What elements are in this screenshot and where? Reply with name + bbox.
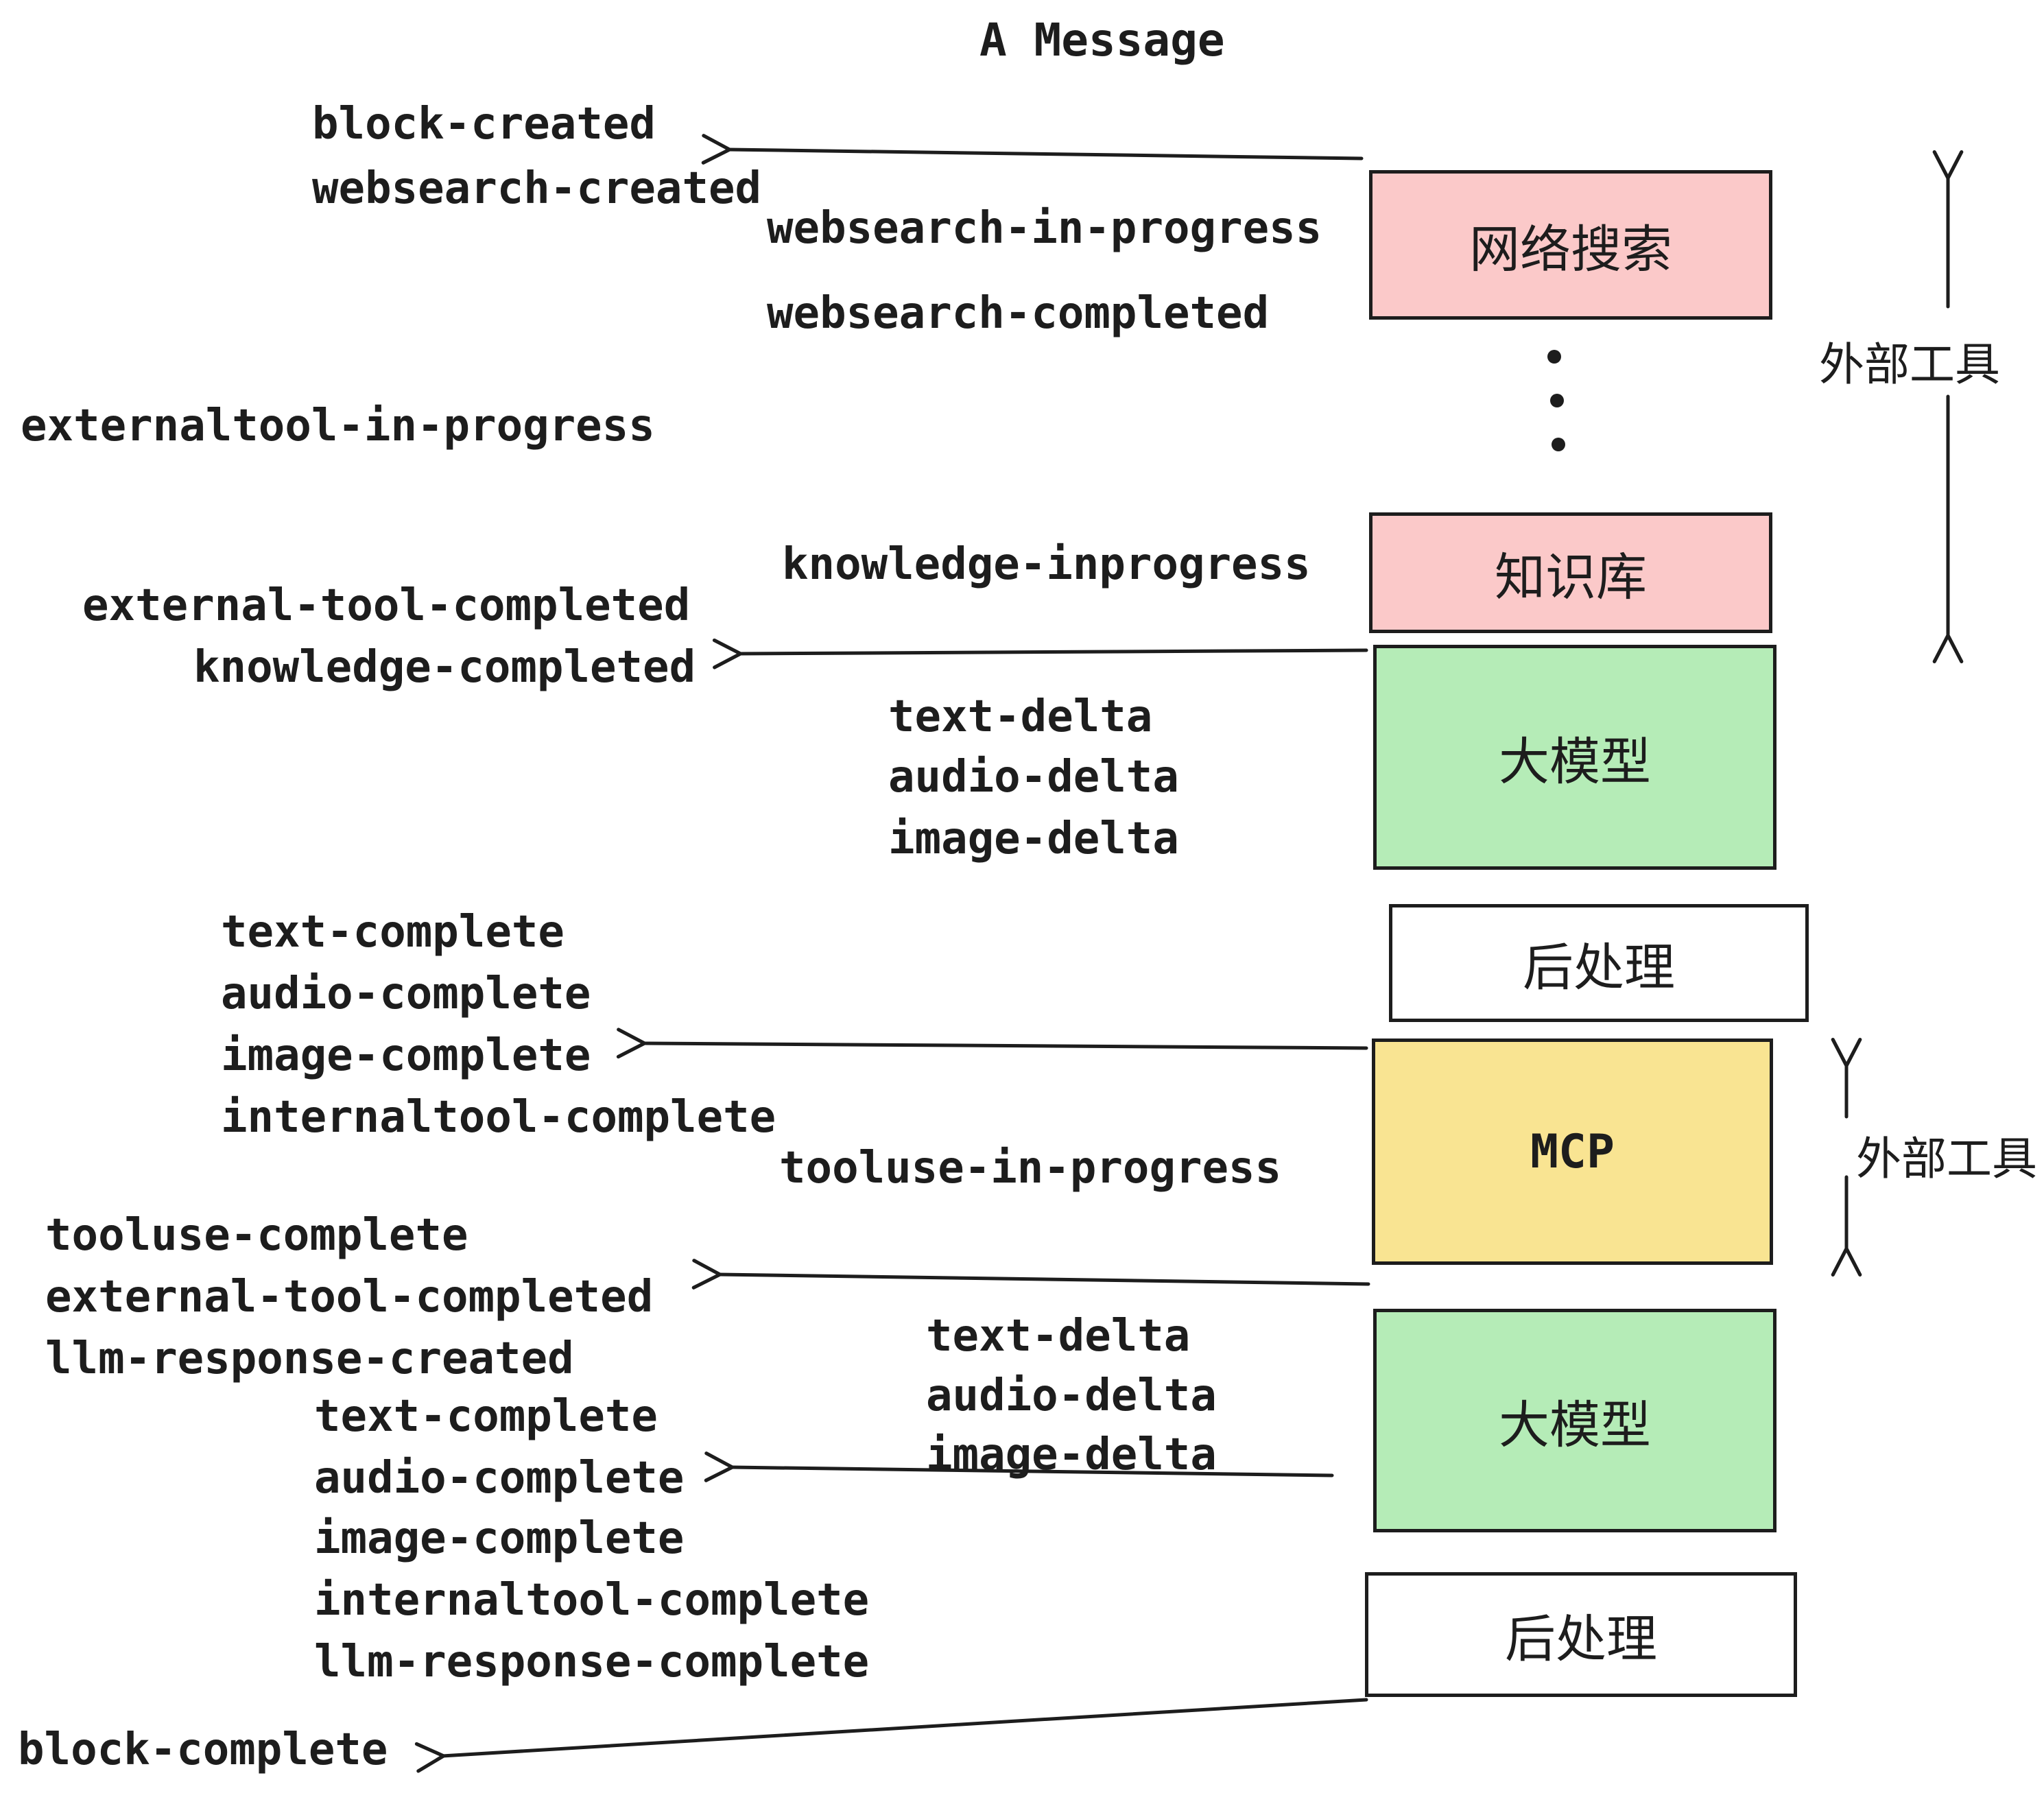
event-websearch-completed: websearch-completed	[767, 288, 1270, 339]
event-block-complete: block-complete	[18, 1724, 388, 1775]
event-externaltool-in-progress: externaltool-in-progress	[21, 401, 655, 451]
event-block-created: block-created	[312, 99, 656, 150]
box-postprocess-1: 后处理	[1389, 904, 1809, 1022]
external-tools-label-mcp: 外部工具	[1856, 1133, 2037, 1184]
box-knowledge: 知识库	[1369, 512, 1772, 633]
box-postprocess-2-label: 后处理	[1505, 1610, 1657, 1667]
event-tooluse-in-progress: tooluse-in-progress	[779, 1143, 1282, 1194]
event-websearch-in-progress: websearch-in-progress	[767, 203, 1322, 254]
box-websearch-label: 网络搜索	[1469, 220, 1672, 278]
event-audio-complete-2: audio-complete	[314, 1453, 685, 1504]
event-external-tool-completed-2: external-tool-completed	[45, 1272, 654, 1322]
arrow-mcp-to-tooluse	[691, 1259, 1370, 1290]
box-llm-1-label: 大模型	[1499, 733, 1651, 790]
box-llm-1: 大模型	[1373, 645, 1776, 870]
box-websearch: 网络搜索	[1369, 170, 1772, 320]
event-text-delta-2: text-delta	[926, 1311, 1191, 1362]
box-llm-2-label: 大模型	[1499, 1396, 1651, 1453]
arrow-knowledge-to-completed	[712, 638, 1368, 669]
event-image-complete-2: image-complete	[314, 1513, 685, 1564]
box-postprocess-2: 后处理	[1365, 1572, 1797, 1697]
event-knowledge-completed: knowledge-completed	[193, 642, 696, 693]
vertical-ellipsis	[1547, 350, 1565, 451]
event-image-delta-2: image-delta	[926, 1429, 1217, 1480]
event-text-delta-1: text-delta	[888, 691, 1153, 742]
box-mcp-label: MCP	[1530, 1124, 1615, 1179]
event-internaltool-complete-1: internaltool-complete	[221, 1092, 776, 1143]
event-llm-response-complete: llm-response-complete	[314, 1637, 870, 1687]
event-image-delta-1: image-delta	[888, 814, 1179, 864]
event-tooluse-complete: tooluse-complete	[45, 1210, 468, 1261]
box-llm-2: 大模型	[1373, 1309, 1776, 1532]
external-tools-label-top: 外部工具	[1819, 339, 2000, 390]
arrow-post1-to-complete	[616, 1028, 1368, 1059]
event-text-complete-2: text-complete	[314, 1391, 658, 1442]
event-audio-delta-2: audio-delta	[926, 1370, 1217, 1421]
event-audio-delta-1: audio-delta	[888, 752, 1179, 803]
event-text-complete-1: text-complete	[221, 907, 565, 958]
box-mcp: MCP	[1372, 1039, 1773, 1265]
diagram-title: A Message	[979, 14, 1225, 67]
box-postprocess-1-label: 后处理	[1523, 938, 1675, 996]
arrow-websearch-to-created	[701, 134, 1364, 165]
event-websearch-created: websearch-created	[312, 163, 762, 214]
event-external-tool-completed: external-tool-completed	[82, 580, 691, 631]
event-llm-response-created: llm-response-created	[45, 1333, 574, 1384]
event-internaltool-complete-2: internaltool-complete	[314, 1575, 870, 1626]
arrow-post2-to-block	[414, 1698, 1368, 1773]
event-image-complete-1: image-complete	[221, 1030, 591, 1081]
event-knowledge-inprogress: knowledge-inprogress	[782, 539, 1311, 590]
event-audio-complete-1: audio-complete	[221, 969, 591, 1019]
box-knowledge-label: 知识库	[1495, 548, 1647, 606]
